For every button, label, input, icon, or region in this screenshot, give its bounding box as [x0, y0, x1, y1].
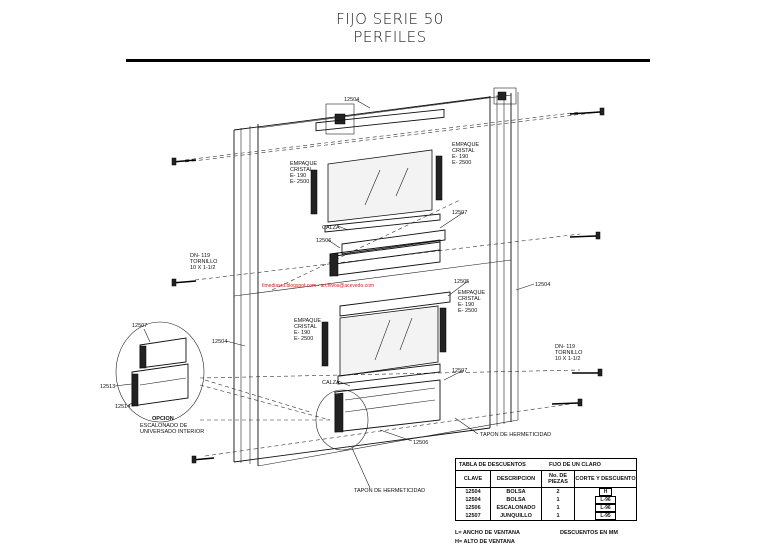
label-12507-bottom: 12507 — [452, 368, 467, 374]
profile-labels: 12504 12507 12506 12505 12507 12506 1250… — [100, 97, 584, 494]
label-12506-bottom: 12506 — [413, 440, 428, 446]
frame — [233, 87, 519, 467]
cell-clave: 12506 — [456, 504, 491, 512]
cell-piezas: 1 — [542, 504, 575, 512]
cell-descripcion: BOLSA — [491, 496, 542, 504]
cell-descripcion: BOLSA — [491, 488, 542, 496]
label-calza-top: CALZA — [322, 225, 340, 231]
label-empaque-bottom-left: EMPAQUE CRISTAL E- 190 E- 2500 — [294, 318, 323, 342]
table-column-headers: CLAVE DESCRIPCION No. DE PIEZAS CORTE Y … — [456, 471, 636, 488]
screw-icon — [569, 231, 601, 240]
title-rule — [126, 59, 650, 62]
table-header: TABLA DE DESCUENTOS FIJO DE UN CLARO — [456, 459, 636, 471]
label-empaque-top-left: EMPAQUE CRISTAL E- 190 E- 2500 — [290, 161, 319, 185]
cut-value: L-96 — [595, 496, 616, 504]
sheet-title: FIJO SERIE 50 — [336, 10, 444, 28]
table-note-h: H= ALTO DE VENTANA — [455, 539, 515, 545]
watermark-text: Ilmediasrd.blogspot.com - archivos@aceve… — [262, 283, 374, 289]
col-piezas: No. DE PIEZAS — [542, 471, 575, 487]
table-title: TABLA DE DESCUENTOS — [459, 461, 526, 468]
screw-icon — [569, 107, 605, 116]
cell-corte: L-95 — [575, 512, 636, 520]
label-12507-top: 12507 — [452, 210, 467, 216]
col-clave: CLAVE — [456, 471, 491, 487]
label-12504-left: 12504 — [212, 339, 227, 345]
screw-icon — [572, 368, 603, 377]
screw-icon — [171, 157, 197, 166]
cell-piezas: 2 — [542, 488, 575, 496]
label-tapon-bottom: TAPON DE HERMETICIDAD — [354, 488, 425, 494]
table-subtitle: FIJO DE UN CLARO — [549, 461, 601, 468]
cell-clave: 12507 — [456, 512, 491, 520]
screws — [171, 107, 605, 464]
col-descripcion: DESCRIPCION — [491, 471, 542, 487]
cell-descripcion: JUNQUILLO — [491, 512, 542, 520]
cut-value: L-96 — [595, 504, 616, 512]
label-12507-detail: 12507 — [132, 323, 147, 329]
label-12506: 12506 — [316, 238, 331, 244]
label-opcion-desc: ESCALONADO DE UNIVERSADO INTERIOR — [140, 423, 204, 435]
guide-lines — [184, 111, 601, 457]
cut-value: H — [598, 488, 613, 496]
cell-clave: 12504 — [456, 496, 491, 504]
label-12513-detail: 12513 — [100, 384, 115, 390]
label-tornillo-left: DN- 119 TORNILLO 10 X 1-1/2 — [190, 253, 219, 271]
label-empaque-mid-right: EMPAQUE CRISTAL E- 190 E- 2500 — [458, 290, 487, 314]
table-row: 12504 BOLSA 1 L-96 — [456, 496, 636, 504]
cut-value: L-95 — [595, 512, 616, 520]
lower-glass-module — [321, 291, 451, 433]
cell-corte: L-96 — [575, 504, 636, 512]
cell-piezas: 1 — [542, 512, 575, 520]
detail-circle — [315, 389, 369, 451]
label-empaque-top-right: EMPAQUE CRISTAL E- 190 E- 2500 — [452, 142, 481, 166]
col-corte: CORTE Y DESCUENTO — [575, 476, 636, 482]
label-12504-top: 12504 — [344, 97, 359, 103]
screw-icon — [191, 455, 215, 464]
label-tornillo-right: DN- 119 TORNILLO 10 X 1-1/2 — [555, 344, 584, 362]
label-tapon-right: TAPON DE HERMETICIDAD — [480, 432, 551, 438]
cell-piezas: 1 — [542, 496, 575, 504]
table-note-units: DESCUENTOS EN MM — [560, 530, 618, 536]
table-note-l: L= ANCHO DE VENTANA — [455, 530, 520, 536]
label-12505: 12505 — [454, 279, 469, 285]
screw-icon — [551, 398, 583, 407]
upper-glass-module — [310, 108, 446, 277]
option-detail — [115, 321, 331, 423]
label-12504-right: 12504 — [535, 282, 550, 288]
discount-table: TABLA DE DESCUENTOS FIJO DE UN CLARO CLA… — [455, 458, 637, 521]
leader-lines — [114, 99, 535, 489]
label-12514-detail: 12514 — [115, 404, 130, 410]
screw-icon — [171, 278, 197, 287]
sheet-subtitle: PERFILES — [353, 28, 427, 46]
label-calza-bottom: CALZA — [322, 380, 340, 386]
table-row: 12507 JUNQUILLO 1 L-95 — [456, 512, 636, 520]
cell-corte: L-96 — [575, 496, 636, 504]
cell-descripcion: ESCALONADO — [491, 504, 542, 512]
table-row: 12506 ESCALONADO 1 L-96 — [456, 504, 636, 512]
cell-corte: H — [575, 488, 636, 496]
cell-clave: 12504 — [456, 488, 491, 496]
label-opcion: OPCION — [152, 416, 174, 422]
table-row: 12504 BOLSA 2 H — [456, 488, 636, 496]
